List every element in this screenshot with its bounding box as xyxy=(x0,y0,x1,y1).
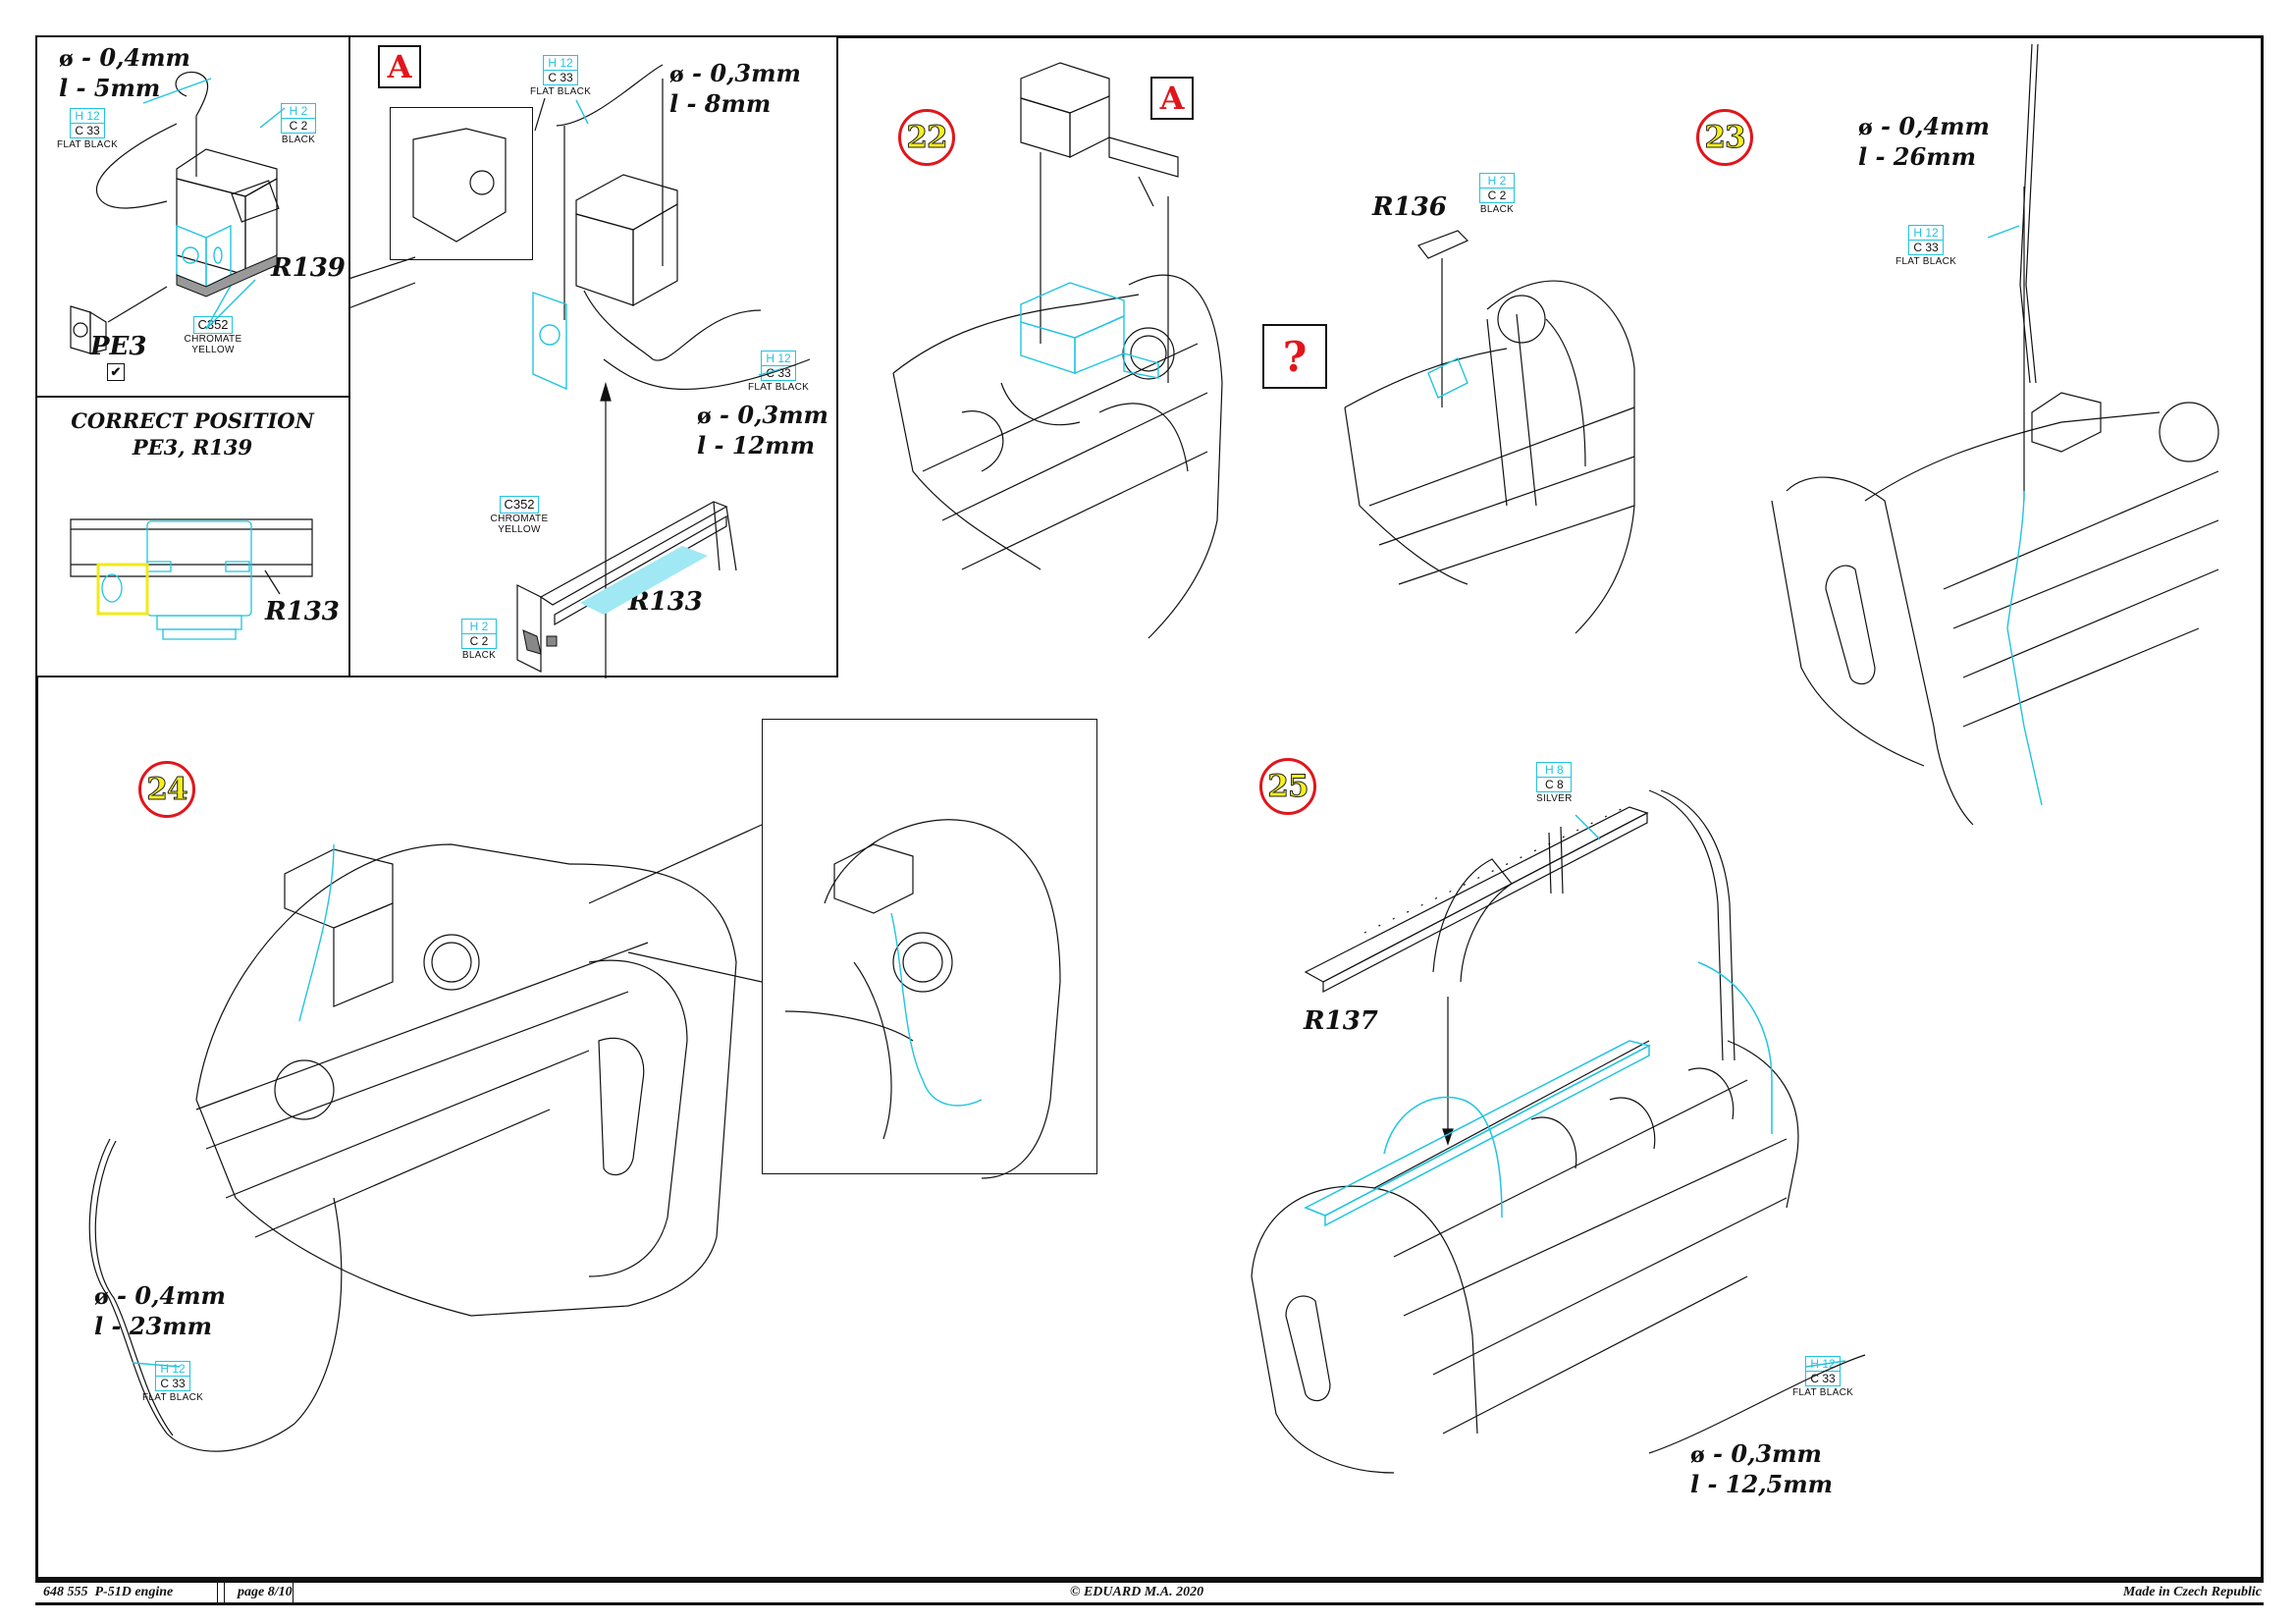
drawing-step-25-engine xyxy=(1237,746,1865,1512)
drawing-step-22-engine xyxy=(883,59,1247,648)
footer-separator xyxy=(217,1583,218,1602)
wire-spec-step-24: ø - 0,4mm l - 23mm xyxy=(94,1281,226,1340)
footer-page-number: page 8/10 xyxy=(238,1585,293,1599)
pe-part-checkbox[interactable]: ✔ xyxy=(107,363,125,381)
drawing-correct-position-top-view xyxy=(69,515,324,653)
footer-separator xyxy=(293,1583,294,1602)
step-22-marker: 22 xyxy=(898,109,955,166)
footer-separator xyxy=(224,1583,225,1602)
footer-copyright: © EDUARD M.A. 2020 xyxy=(1070,1585,1204,1599)
wire-spec-detail-a-1: ø - 0,3mm l - 8mm xyxy=(669,59,801,118)
drawing-step-23b-engine xyxy=(1767,39,2277,874)
panel-divider-vertical xyxy=(348,35,350,677)
drawing-detail-a-assembly xyxy=(348,35,839,677)
part-label-r139: R139 xyxy=(271,253,346,283)
step-22-detail-a-marker: A xyxy=(1150,77,1194,120)
drawing-step-23a-engine xyxy=(1340,211,1664,643)
footer-product: 648 555 P-51D engine xyxy=(43,1585,174,1599)
part-label-pe3: PE3 xyxy=(90,332,147,361)
footer-made-in: Made in Czech Republic xyxy=(2122,1585,2262,1599)
detail-a-inset-frame xyxy=(390,107,533,260)
page-frame xyxy=(35,35,2264,1580)
wire-spec-detail-a-2: ø - 0,3mm l - 12mm xyxy=(697,401,828,460)
step-25-marker: 25 xyxy=(1259,758,1316,815)
wire-spec-step-23: ø - 0,4mm l - 26mm xyxy=(1858,112,1990,171)
correct-position-title: CORRECT POSITION PE3, R139 xyxy=(71,408,314,460)
part-label-r133-top-view: R133 xyxy=(265,597,340,626)
wire-spec-step-25: ø - 0,3mm l - 12,5mm xyxy=(1690,1439,1834,1498)
part-label-r136: R136 xyxy=(1372,192,1447,222)
footer-bar: 648 555 P-51D engine page 8/10 © EDUARD … xyxy=(35,1580,2264,1605)
paint-callout-frame-chromate-yellow: C352 CHROMATE YELLOW xyxy=(490,496,549,535)
wire-spec-r139: ø - 0,4mm l - 5mm xyxy=(59,43,190,102)
subassembly-panel xyxy=(35,35,838,677)
step-23-unknown-marker: ? xyxy=(1262,324,1327,389)
panel-divider-horizontal xyxy=(35,396,349,398)
step-24-marker: 24 xyxy=(138,761,195,818)
part-label-r137: R137 xyxy=(1304,1006,1378,1036)
step-24-detail-inset-frame xyxy=(762,719,1097,1174)
detail-marker-a: A xyxy=(378,45,421,88)
step-23-marker: 23 xyxy=(1696,109,1753,166)
drawing-r139-box xyxy=(59,59,353,373)
drawing-step-24-engine xyxy=(39,785,1099,1542)
